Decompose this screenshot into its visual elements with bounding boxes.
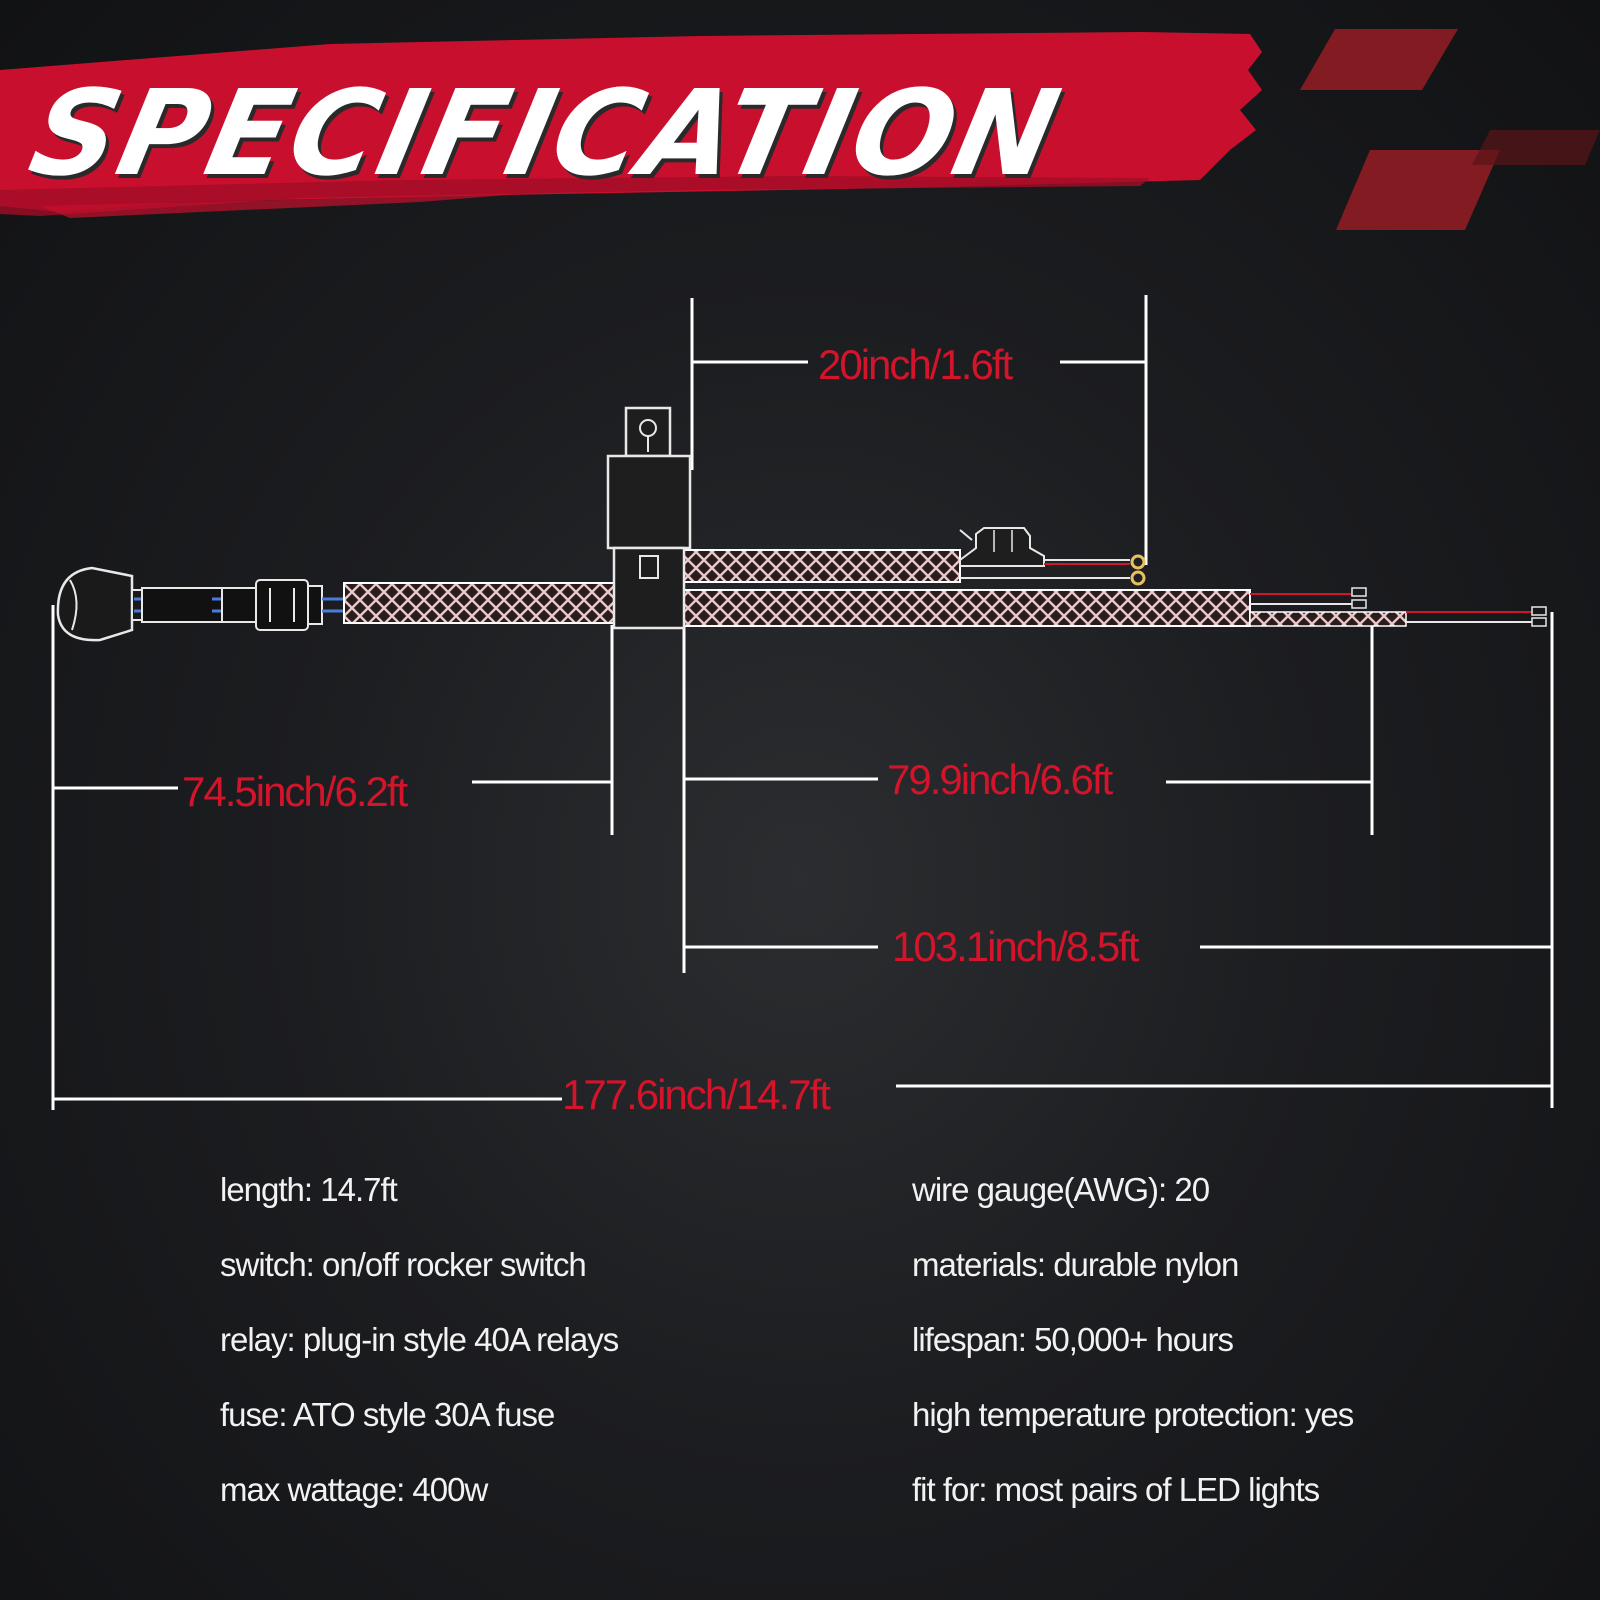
specs-right-list: wire gauge(AWG): 20 materials: durable n…: [912, 1168, 1354, 1543]
spec-materials: materials: durable nylon: [912, 1246, 1239, 1283]
rocker-switch-icon: [56, 566, 143, 642]
decor-stripes-icon: [1300, 29, 1600, 230]
spec-max-wattage: max wattage: 400w: [220, 1471, 488, 1508]
spec-wire-gauge: wire gauge(AWG): 20: [912, 1171, 1210, 1208]
dimension-relay-to-second-light: 103.1inch/8.5ft: [892, 923, 1140, 970]
braided-sleeve-icon: [343, 549, 1407, 627]
connector-icon: [141, 579, 346, 631]
spec-temperature-protection: high temperature protection: yes: [912, 1396, 1354, 1433]
spec-switch: switch: on/off rocker switch: [220, 1246, 587, 1283]
spec-length: length: 14.7ft: [220, 1171, 398, 1208]
spec-fit-for: fit for: most pairs of LED lights: [912, 1471, 1320, 1508]
dimension-total-length: 177.6inch/14.7ft: [562, 1071, 831, 1118]
dimension-switch-to-relay: 74.5inch/6.2ft: [182, 768, 408, 815]
dimension-lines: [51, 295, 1554, 1110]
dimension-relay-to-first-light: 79.9inch/6.6ft: [887, 756, 1113, 803]
spec-relay: relay: plug-in style 40A relays: [220, 1321, 619, 1358]
spec-lifespan: lifespan: 50,000+ hours: [912, 1321, 1234, 1358]
fuse-holder-icon: [959, 527, 1146, 586]
brush-stroke-icon: [0, 32, 1262, 218]
title-banner: SPECIFICATION: [0, 30, 1280, 220]
specs-left-list: length: 14.7ft switch: on/off rocker swi…: [220, 1168, 619, 1543]
relay-icon: [606, 406, 692, 630]
dimension-relay-to-fuse: 20inch/1.6ft: [818, 341, 1013, 388]
spec-fuse: fuse: ATO style 30A fuse: [220, 1396, 555, 1433]
ring-terminal-icon: [1250, 587, 1547, 627]
